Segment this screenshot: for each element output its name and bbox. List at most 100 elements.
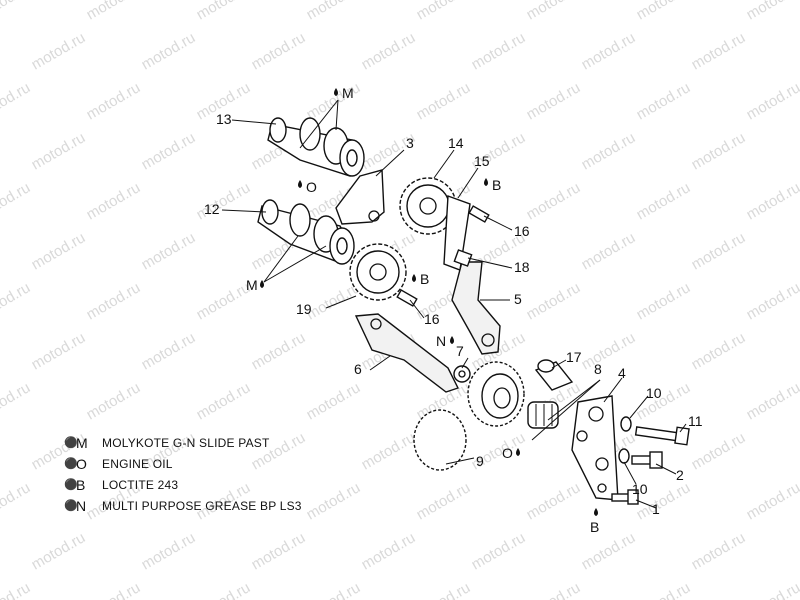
legend-text: LOCTITE 243 bbox=[102, 477, 179, 492]
bolt-18 bbox=[453, 249, 473, 267]
part-label-9: 9 bbox=[476, 453, 484, 469]
oil-drop-icon bbox=[412, 274, 416, 282]
watermark-text: motod.ru bbox=[304, 79, 364, 123]
tag-m-top: M bbox=[342, 85, 354, 101]
watermark-text: motod.ru bbox=[579, 329, 639, 373]
watermark-text: motod.ru bbox=[689, 129, 749, 173]
watermark-text: motod.ru bbox=[744, 0, 800, 23]
legend-text: MULTI PURPOSE GREASE BP LS3 bbox=[102, 498, 302, 513]
bolt-11 bbox=[634, 426, 690, 446]
tag-m-bottom: M bbox=[246, 277, 258, 293]
part-label-2: 2 bbox=[676, 467, 684, 483]
watermark-text: motod.ru bbox=[249, 529, 309, 573]
watermark-text: motod.ru bbox=[194, 379, 254, 423]
watermark-text: motod.ru bbox=[524, 0, 584, 23]
watermark-text: motod.ru bbox=[84, 379, 144, 423]
watermark-text: motod.ru bbox=[414, 479, 474, 523]
watermark-text: motod.ru bbox=[304, 379, 364, 423]
watermark-text: motod.ru bbox=[194, 279, 254, 323]
washers-10 bbox=[618, 416, 632, 464]
watermark-text: motod.ru bbox=[524, 279, 584, 323]
watermark-text: motod.ru bbox=[0, 79, 33, 123]
watermark-text: motod.ru bbox=[139, 329, 199, 373]
oil-drop-icon bbox=[298, 180, 302, 188]
legend-code: M bbox=[76, 434, 88, 451]
watermark-text: motod.ru bbox=[744, 479, 800, 523]
watermark-text: motod.ru bbox=[304, 0, 364, 23]
tag-o-mid: O bbox=[306, 179, 317, 195]
oil-drop-icon bbox=[334, 88, 338, 96]
watermark-text: motod.ru bbox=[194, 179, 254, 223]
chain-guide-6 bbox=[354, 313, 459, 393]
watermark-text: motod.ru bbox=[84, 579, 144, 600]
watermark-text: motod.ru bbox=[84, 79, 144, 123]
watermark-text: motod.ru bbox=[469, 529, 529, 573]
camshaft-12 bbox=[257, 199, 355, 265]
watermark-text: motod.ru bbox=[744, 179, 800, 223]
legend-text: MOLYKOTE G-N SLIDE PAST bbox=[102, 435, 270, 450]
part-label-13: 13 bbox=[216, 111, 232, 127]
watermark-text: motod.ru bbox=[469, 29, 529, 73]
oil-drop-icon bbox=[594, 508, 598, 516]
part-label-3: 3 bbox=[406, 135, 414, 151]
watermark-text: motod.ru bbox=[414, 0, 474, 23]
watermark-text: motod.ru bbox=[579, 229, 639, 273]
legend-row-o: ⚫ O ENGINE OIL bbox=[64, 453, 364, 474]
oil-drop-icon: ⚫ bbox=[64, 500, 78, 512]
watermark-text: motod.ru bbox=[249, 29, 309, 73]
bolt-2 bbox=[631, 451, 663, 469]
legend-code: N bbox=[76, 497, 87, 514]
watermark-text: motod.ru bbox=[359, 429, 419, 473]
leader-lines bbox=[221, 99, 687, 509]
part-label-14: 14 bbox=[448, 135, 464, 151]
watermark-text: motod.ru bbox=[634, 279, 694, 323]
tag-n-7: N bbox=[436, 333, 446, 349]
part-label-11: 11 bbox=[688, 413, 703, 429]
watermark-text: motod.ru bbox=[414, 579, 474, 600]
watermark-text: motod.ru bbox=[744, 279, 800, 323]
oil-drop-icon: ⚫ bbox=[64, 458, 78, 470]
tag-b-bottom: B bbox=[590, 519, 599, 535]
part-label-16-mid: 16 bbox=[424, 311, 440, 327]
tag-b-15: B bbox=[492, 177, 501, 193]
watermark-text: motod.ru bbox=[524, 579, 584, 600]
part-label-7: 7 bbox=[456, 343, 464, 359]
watermark-text: motod.ru bbox=[689, 329, 749, 373]
oil-drop-icon: ⚫ bbox=[64, 479, 78, 491]
watermark-text: motod.ru bbox=[29, 29, 89, 73]
part-label-4: 4 bbox=[618, 365, 626, 381]
watermark-text: motod.ru bbox=[634, 379, 694, 423]
watermark-text: motod.ru bbox=[359, 529, 419, 573]
bolt-1 bbox=[611, 489, 639, 505]
legend-code: O bbox=[76, 455, 87, 472]
watermark-text: motod.ru bbox=[139, 29, 199, 73]
watermark-text: motod.ru bbox=[84, 0, 144, 23]
watermark-text: motod.ru bbox=[634, 0, 694, 23]
legend-row-n: ⚫ N MULTI PURPOSE GREASE BP LS3 bbox=[64, 495, 364, 516]
watermark-text: motod.ru bbox=[84, 279, 144, 323]
watermark-text: motod.ru bbox=[634, 79, 694, 123]
watermark-text: motod.ru bbox=[359, 29, 419, 73]
lubricant-tags: M O M B B N O B bbox=[246, 85, 599, 535]
watermark-text: motod.ru bbox=[29, 329, 89, 373]
part-label-16-top: 16 bbox=[514, 223, 530, 239]
part-label-19: 19 bbox=[296, 301, 312, 317]
watermark-text: motod.ru bbox=[304, 579, 364, 600]
part-label-1: 1 bbox=[652, 501, 660, 517]
watermark-text: motod.ru bbox=[0, 379, 33, 423]
oil-drop-icon bbox=[484, 178, 488, 186]
watermark-text: motod.ru bbox=[579, 129, 639, 173]
watermark-text: motod.ru bbox=[689, 229, 749, 273]
camshaft-13 bbox=[267, 117, 365, 177]
plate-4 bbox=[571, 395, 619, 501]
legend-row-b: ⚫ B LOCTITE 243 bbox=[64, 474, 364, 495]
watermark-text: motod.ru bbox=[29, 229, 89, 273]
oil-drop-icon: ⚫ bbox=[64, 437, 78, 449]
watermark-text: motod.ru bbox=[744, 79, 800, 123]
bolt-16-mid bbox=[396, 289, 418, 307]
needle-bearing-8 bbox=[527, 401, 559, 429]
part-number-labels: 1 2 3 4 5 6 7 8 9 10 10 11 12 13 14 15 1… bbox=[204, 111, 703, 517]
legend-row-m: ⚫ M MOLYKOTE G-N SLIDE PAST bbox=[64, 432, 364, 453]
legend-text: ENGINE OIL bbox=[102, 456, 173, 471]
